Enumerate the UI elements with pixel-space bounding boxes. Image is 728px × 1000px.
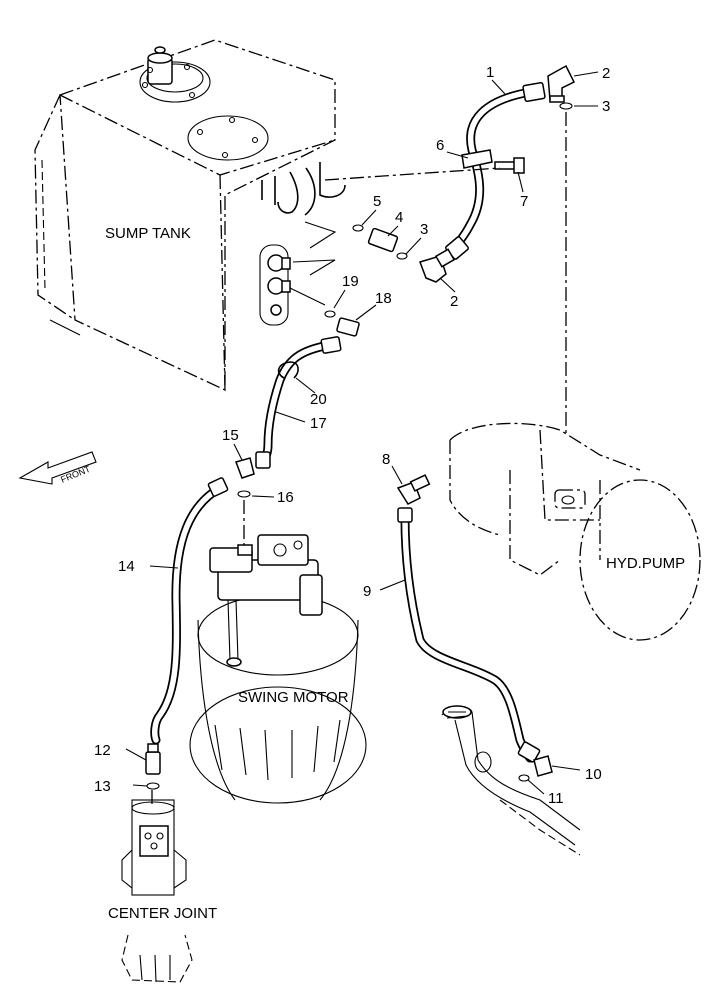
elbow-15 (235, 457, 255, 479)
callout-12: 12 (94, 742, 111, 759)
o-ring-13 (146, 782, 160, 790)
callout-19: 19 (342, 273, 359, 290)
center-joint-label: CENTER JOINT (108, 905, 217, 922)
callout-7: 7 (520, 193, 528, 210)
callout-15: 15 (222, 427, 239, 444)
callout-leaders (125, 71, 599, 795)
adapter-4 (367, 227, 399, 253)
callout-2-mid: 2 (450, 293, 458, 310)
callout-11: 11 (548, 790, 564, 807)
frame-piping (441, 705, 581, 856)
callout-2-top: 2 (602, 65, 610, 82)
hose-14 (150, 477, 229, 745)
hose-9 (397, 507, 541, 763)
elbow-2-top (547, 64, 576, 103)
o-ring-19 (324, 310, 336, 318)
sump-tank-label: SUMP TANK (105, 225, 191, 242)
o-ring-16 (237, 490, 251, 498)
o-ring-11 (518, 774, 530, 782)
sump-tank (34, 39, 346, 392)
swing-motor-label: SWING MOTOR (238, 689, 349, 706)
o-ring-3-mid (396, 252, 408, 260)
callout-5: 5 (373, 193, 381, 210)
callout-14: 14 (118, 558, 135, 575)
callout-16: 16 (277, 489, 294, 506)
o-ring-5 (352, 224, 364, 232)
callout-4: 4 (395, 209, 403, 226)
o-ring-3-top (559, 102, 573, 110)
hyd-pump-label: HYD.PUMP (606, 555, 685, 572)
hydraulic-pump (449, 422, 701, 641)
callout-3-mid: 3 (420, 221, 428, 238)
callout-13: 13 (94, 778, 111, 795)
clamp-6 (461, 149, 493, 169)
callout-10: 10 (585, 766, 602, 783)
bolt-7 (494, 157, 525, 174)
adapter-10 (533, 755, 553, 777)
hose-1 (445, 81, 546, 260)
callout-8: 8 (382, 451, 390, 468)
callout-6: 6 (436, 137, 444, 154)
clamp-20 (277, 361, 299, 379)
front-arrow-icon (18, 451, 97, 485)
hose-17 (255, 336, 342, 469)
swing-motor (189, 534, 367, 804)
front-label: FRONT (59, 464, 92, 485)
elbow-2-mid (419, 248, 456, 283)
callout-20: 20 (310, 391, 327, 408)
adapter-12 (145, 743, 161, 775)
elbow-8 (396, 474, 431, 505)
center-joint (121, 799, 193, 983)
callout-3-top: 3 (602, 98, 610, 115)
callout-9: 9 (363, 583, 371, 600)
callout-18: 18 (375, 290, 392, 307)
callout-17: 17 (310, 415, 327, 432)
adapter-18 (336, 317, 360, 337)
callout-1: 1 (486, 64, 494, 81)
